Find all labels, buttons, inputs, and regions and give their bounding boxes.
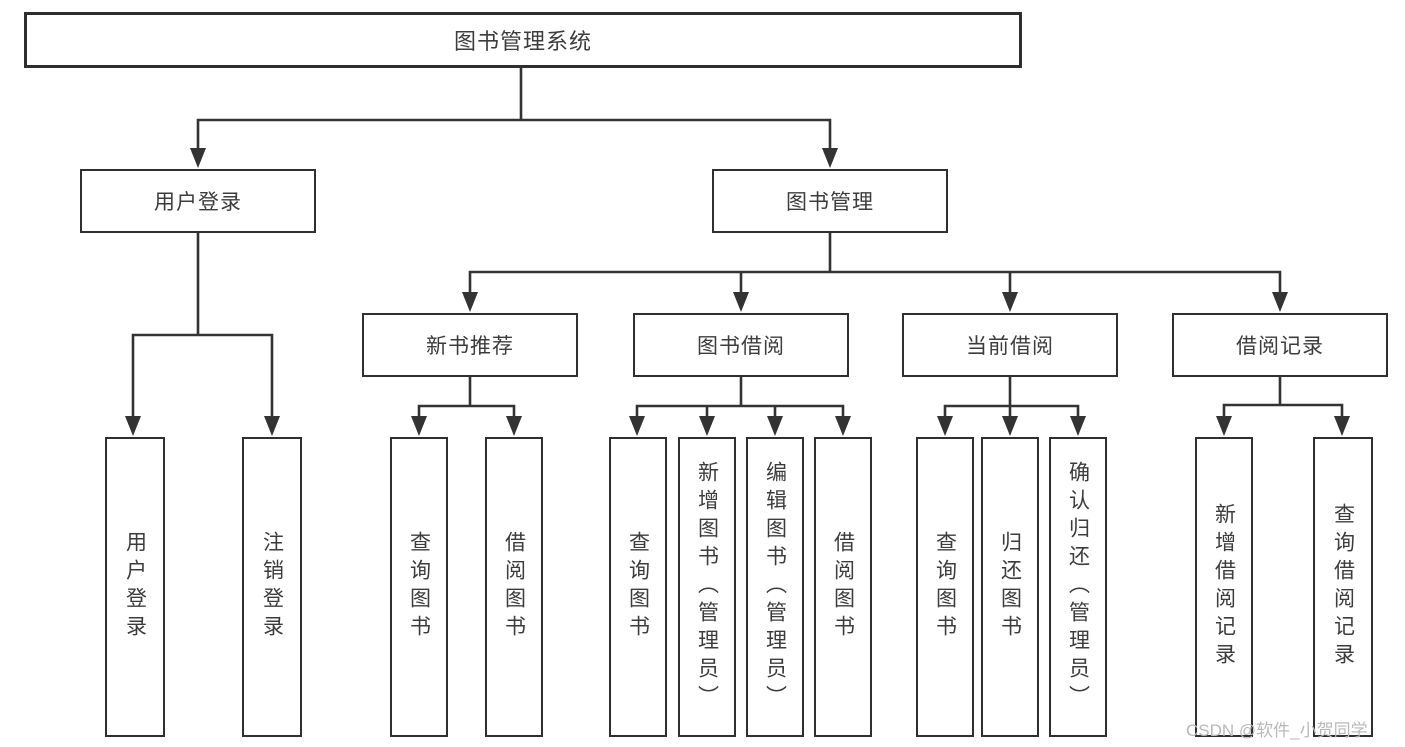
node-root: 图书管理系统 xyxy=(24,12,1022,68)
node-borrowing-records: 借阅记录 xyxy=(1172,313,1388,377)
arrowhead xyxy=(937,416,953,436)
leaf-user-login: 用户登录 xyxy=(105,437,165,737)
leaf-add-borrow-record: 新增借阅记录 xyxy=(1195,437,1253,737)
arrowhead xyxy=(462,292,478,312)
leaf-add-books-admin: 新增图书（管理员） xyxy=(678,437,736,737)
arrowhead xyxy=(1334,416,1350,436)
node-user-login: 用户登录 xyxy=(80,169,316,233)
leaf-query-books-recommend: 查询图书 xyxy=(390,437,448,737)
node-new-book-recommend: 新书推荐 xyxy=(362,313,578,377)
connector-root xyxy=(190,65,838,168)
arrowhead xyxy=(1002,292,1018,312)
node-current-borrowing: 当前借阅 xyxy=(902,313,1118,377)
arrowhead xyxy=(835,416,851,436)
arrowhead xyxy=(767,416,783,436)
leaf-return-books: 归还图书 xyxy=(981,437,1039,737)
arrowhead xyxy=(1070,416,1086,436)
arrowhead xyxy=(822,148,838,168)
arrowhead xyxy=(506,416,522,436)
arrowhead xyxy=(1272,292,1288,312)
connector-user-login xyxy=(125,231,280,436)
connector-borrowing-records xyxy=(1216,375,1350,436)
watermark-text: CSDN @软件_小贺同学 xyxy=(1186,721,1368,740)
arrowhead xyxy=(699,416,715,436)
arrowhead xyxy=(1002,416,1018,436)
leaf-query-books-borrowing: 查询图书 xyxy=(609,437,667,737)
leaf-borrow-books-recommend: 借阅图书 xyxy=(485,437,543,737)
connector-current-borrowing xyxy=(937,375,1086,436)
leaf-query-books-current: 查询图书 xyxy=(916,437,974,737)
arrowhead xyxy=(411,416,427,436)
leaf-borrow-books: 借阅图书 xyxy=(814,437,872,737)
arrowhead xyxy=(733,292,749,312)
connector-book-borrowing xyxy=(629,375,851,436)
arrowhead xyxy=(264,416,280,436)
leaf-edit-books-admin: 编辑图书（管理员） xyxy=(746,437,804,737)
leaf-confirm-return-admin: 确认归还（管理员） xyxy=(1049,437,1107,737)
connector-book-management xyxy=(462,231,1288,312)
leaf-query-borrow-record: 查询借阅记录 xyxy=(1313,437,1373,737)
arrowhead xyxy=(629,416,645,436)
arrowhead xyxy=(125,416,141,436)
leaf-logout: 注销登录 xyxy=(242,437,302,737)
node-book-borrowing: 图书借阅 xyxy=(633,313,849,377)
arrowhead xyxy=(1216,416,1232,436)
arrowhead xyxy=(190,148,206,168)
node-book-management: 图书管理 xyxy=(712,169,948,233)
connector-new-book-recommend xyxy=(411,375,522,436)
